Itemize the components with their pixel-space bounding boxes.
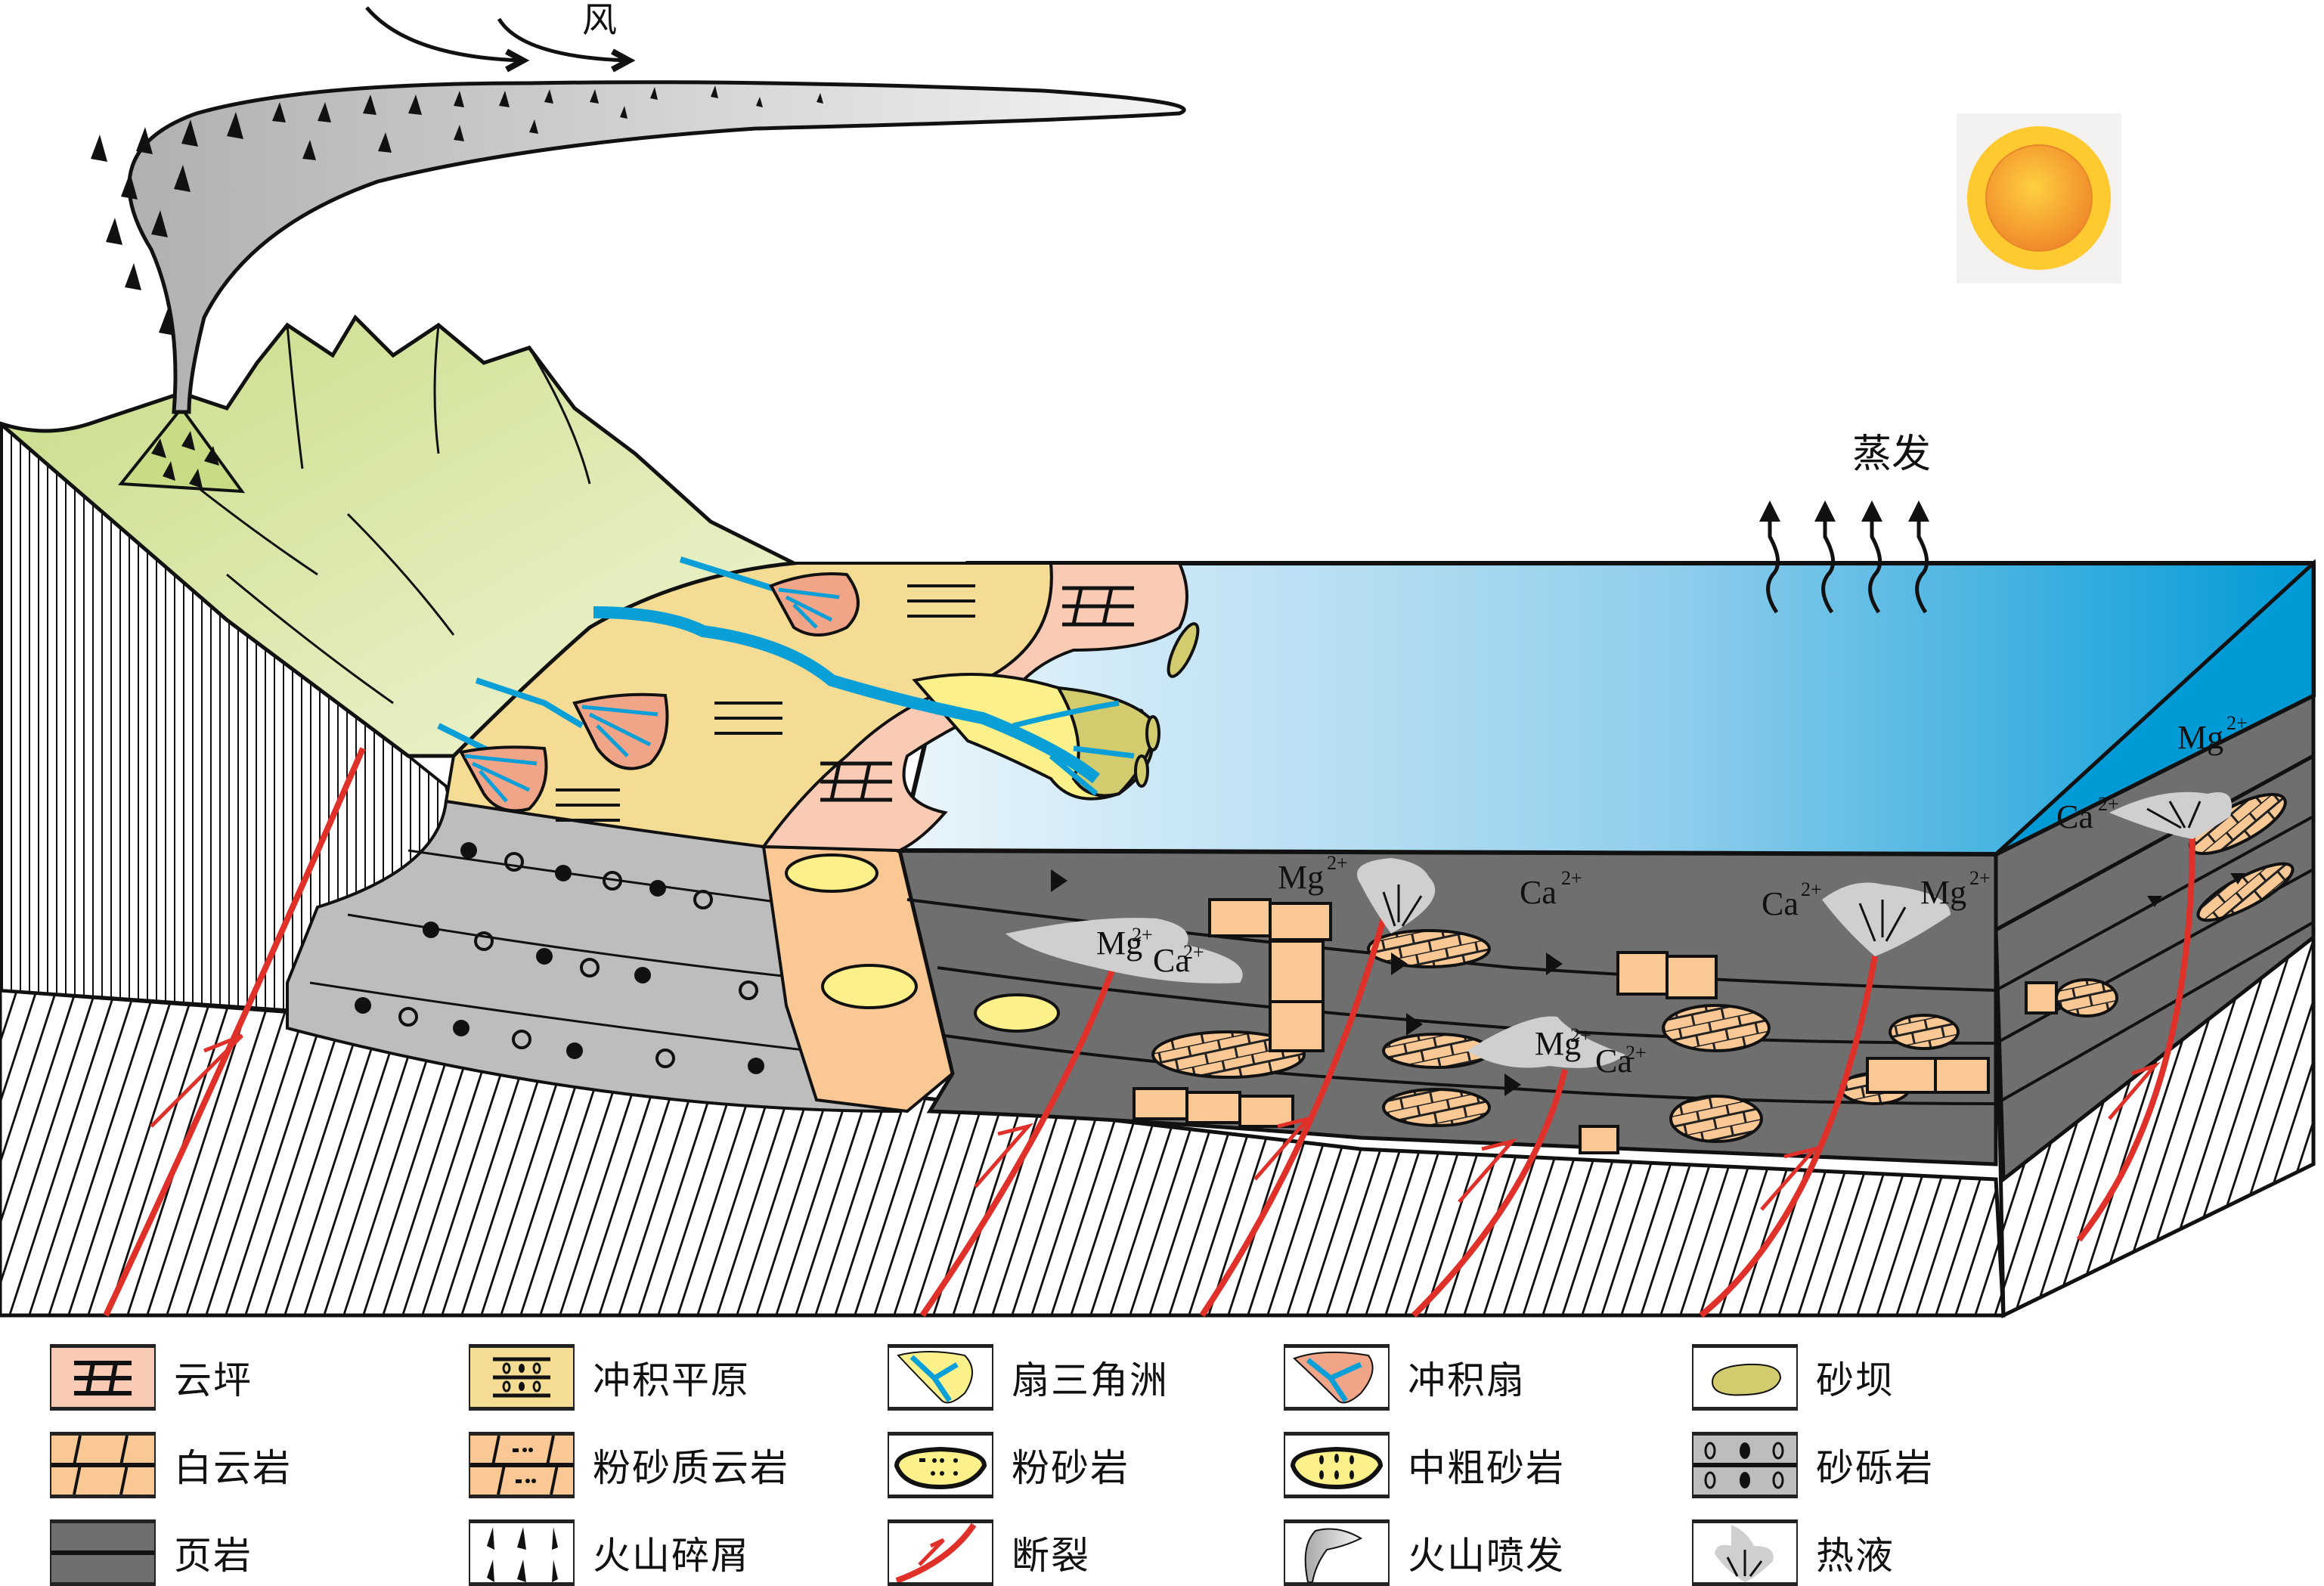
coarse-sandstone-lens xyxy=(821,964,918,1009)
ion-ca: Ca xyxy=(1153,942,1190,979)
lake-water xyxy=(897,559,2316,990)
legend-label: 粉砂岩 xyxy=(1012,1446,1129,1490)
ion-mg: Mg xyxy=(2177,719,2223,756)
legend-item-alluvial-plain: 冲积平原 xyxy=(469,1344,750,1411)
legend-label: 粉砂质云岩 xyxy=(593,1446,789,1490)
legend-item-siltstone: 粉砂岩 xyxy=(888,1432,1129,1498)
mountains xyxy=(0,314,801,758)
legend-item-hydrothermal-fluid: 热液 xyxy=(1692,1519,1895,1586)
fan-delta-swatch-icon xyxy=(888,1344,993,1411)
legend-item-silty-dolomite: 粉砂质云岩 xyxy=(469,1432,789,1498)
sedimentary-model-diagram: 风 蒸发 xyxy=(0,1,2316,1318)
alluvial-fan-swatch-icon xyxy=(1284,1344,1390,1411)
legend-item-fan-delta: 扇三角洲 xyxy=(888,1344,1169,1411)
legend-item-sand-bar: 砂坝 xyxy=(1692,1344,1895,1411)
ion-charge: 2+ xyxy=(2226,712,2248,734)
legend-label: 断裂 xyxy=(1012,1534,1090,1578)
legend-label: 火山碎屑 xyxy=(593,1534,750,1578)
legend-label: 砂坝 xyxy=(1816,1358,1895,1402)
legend-label: 白云岩 xyxy=(174,1446,292,1490)
siltstone-lens xyxy=(974,993,1060,1033)
evaporation-arrows xyxy=(1759,500,1929,614)
sun-icon xyxy=(1957,113,2121,283)
legend-item-volcanic-eruption: 火山喷发 xyxy=(1284,1519,1565,1586)
legend-label: 砂砾岩 xyxy=(1816,1446,1934,1490)
legend-item-medium-coarse-sandstone: 中粗砂岩 xyxy=(1284,1432,1565,1498)
silty-dolomite-blocks xyxy=(1133,898,2058,1154)
legend-label: 扇三角洲 xyxy=(1012,1358,1169,1402)
wind-label: 风 xyxy=(582,1,617,39)
faults xyxy=(103,747,2195,1318)
legend-label: 冲积平原 xyxy=(593,1358,750,1402)
legend-item-alluvial-fan: 冲积扇 xyxy=(1284,1344,1526,1411)
evaporation-label: 蒸发 xyxy=(1852,433,1931,476)
shale-swatch-icon xyxy=(50,1519,156,1586)
legend-item-shale: 页岩 xyxy=(50,1519,253,1586)
legend-item-dolomitic-flat: 云坪 xyxy=(50,1344,253,1411)
hydrothermal-vents xyxy=(1382,801,2202,942)
ion-charge: 2+ xyxy=(1561,867,1582,889)
ion-charge: 2+ xyxy=(1327,852,1348,874)
volcanic-debris-swatch-icon xyxy=(469,1519,575,1586)
legend-item-dolomite: 白云岩 xyxy=(50,1432,292,1498)
flow-markers xyxy=(1051,869,2245,1096)
ion-charge: 2+ xyxy=(2098,793,2119,815)
hydrothermal-fluid-swatch-icon xyxy=(1692,1519,1798,1586)
ion-mg: Mg xyxy=(1535,1025,1581,1062)
legend-label: 页岩 xyxy=(174,1534,253,1578)
sand-bar-swatch-icon xyxy=(1692,1344,1798,1411)
alluvial-plain-swatch-icon xyxy=(469,1344,575,1411)
ion-ca: Ca xyxy=(1520,874,1557,911)
coarse-sandstone-lens xyxy=(785,853,878,893)
dolomite-lenses xyxy=(1151,792,2295,1143)
volcanic-plume xyxy=(91,80,1186,414)
legend-label: 冲积扇 xyxy=(1408,1358,1526,1402)
dolomitic-flat-swatch-icon xyxy=(50,1344,156,1411)
ion-ca: Ca xyxy=(1762,885,1799,922)
volcanic-eruption-swatch-icon xyxy=(1284,1519,1390,1586)
dolomitic-flat-symbol xyxy=(820,586,1134,802)
alluvial-plain-symbol xyxy=(556,584,975,822)
silty-dolomite-swatch-icon xyxy=(469,1432,575,1498)
ion-charge: 2+ xyxy=(1570,1024,1591,1046)
alluvial-fan-channels xyxy=(464,587,840,803)
ion-labels: Mg 2+ Ca 2+ Mg 2+ Ca 2+ Mg 2+ Ca 2+ Ca 2… xyxy=(1096,712,2248,1080)
glutenite-swatch-icon xyxy=(1692,1432,1798,1498)
ion-charge: 2+ xyxy=(1801,878,1822,900)
ion-charge: 2+ xyxy=(1969,867,1991,889)
legend-label: 火山喷发 xyxy=(1408,1534,1565,1578)
legend-label: 云坪 xyxy=(174,1358,253,1402)
legend-item-glutenite: 砂砾岩 xyxy=(1692,1432,1934,1498)
legend-item-fault: 断裂 xyxy=(888,1519,1090,1586)
ion-charge: 2+ xyxy=(1132,924,1153,946)
ion-mg: Mg xyxy=(1096,925,1142,962)
ion-ca: Ca xyxy=(1595,1042,1632,1080)
ion-ca: Ca xyxy=(2056,798,2093,835)
legend-label: 中粗砂岩 xyxy=(1408,1446,1565,1490)
legend: 云坪 冲积平原 扇三角洲 冲积扇 砂坝 白云岩 粉砂质云岩 xyxy=(0,1319,2324,1586)
coarse-sandstone-swatch-icon xyxy=(1284,1432,1390,1498)
legend-label: 热液 xyxy=(1816,1534,1895,1578)
wind-arrows xyxy=(365,6,636,73)
ion-mg: Mg xyxy=(1920,874,1966,911)
volcano-cone xyxy=(118,405,246,494)
siltstone-swatch-icon xyxy=(888,1432,993,1498)
ion-charge: 2+ xyxy=(1183,941,1204,963)
dolomite-swatch-icon xyxy=(50,1432,156,1498)
legend-item-volcanic-debris: 火山碎屑 xyxy=(469,1519,750,1586)
glutenite-wedge xyxy=(286,799,902,1114)
fault-swatch-icon xyxy=(888,1519,993,1586)
ion-mg: Mg xyxy=(1278,859,1324,896)
hydrothermal-plumes xyxy=(1006,791,2232,1068)
ion-charge: 2+ xyxy=(1625,1042,1647,1064)
